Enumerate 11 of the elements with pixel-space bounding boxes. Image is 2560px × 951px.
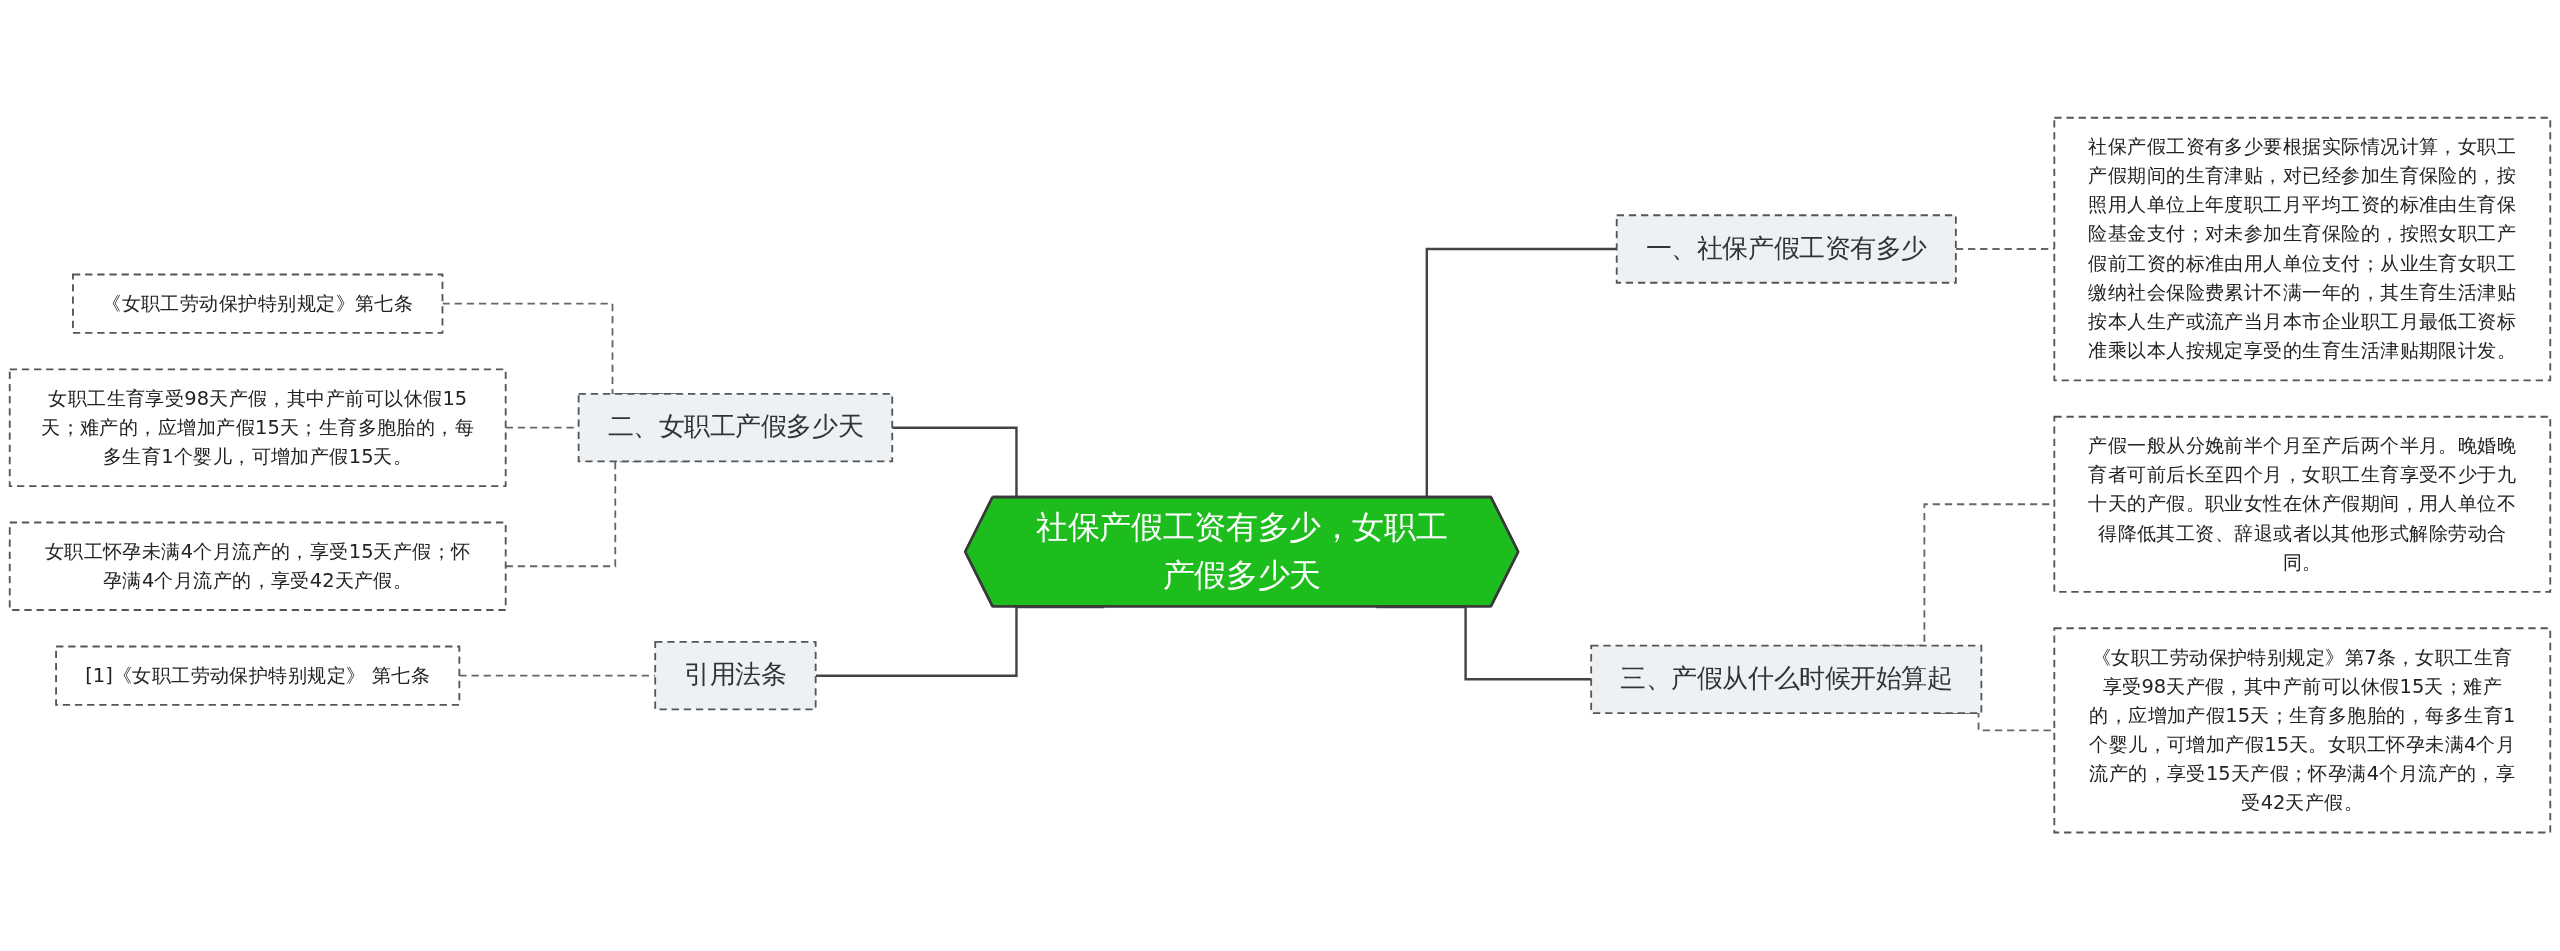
node-box: 引用法条	[654, 641, 817, 711]
node-box: 产假一般从分娩前半个月至产后两个半月。晚婚晚育者可前后长至四个月，女职工生育享受不少于九十天的产假。职业女性在休产假期间，用人单位不得降低其工资、辞退或者以其他形式解除劳动合同。	[2053, 416, 2552, 594]
node-box: 《女职工劳动保护特别规定》第七条	[72, 274, 444, 335]
node-box: 社保产假工资有多少要根据实际情况计算，女职工产假期间的生育津贴，对已经参加生育保险的，按照用人单位上年度职工月平均工资的标准由生育保险基金支付；对未参加生育保险的，按照女职工产假前工资的标准由用人单位支付；从业生育女职工缴纳社会保险费累计不满一年的，其生育生活津贴按本人生产或流产当月本市企业职工月最低工资标准乘以本人按规定享受的生育生活津贴期限计发。	[2053, 117, 2552, 382]
node-box: 女职工生育享受98天产假，其中产前可以休假15天；难产的，应增加产假15天；生育多胞胎的，每多生育1个婴儿，可增加产假15天。	[8, 368, 507, 488]
node-box: 一、社保产假工资有多少	[1615, 214, 1957, 285]
node-box: 三、产假从什么时候开始算起	[1590, 645, 1983, 715]
node-box: 《女职工劳动保护特别规定》第7条，女职工生育享受98天产假，其中产前可以休假15天；难产的，应增加产假15天；生育多胞胎的，每多生育1个婴儿，可增加产假15天。女职工怀孕未满4个月流产的，享受15天产假；怀孕满4个月流产的，享受42天产假。	[2053, 627, 2552, 834]
node-box: 女职工怀孕未满4个月流产的，享受15天产假；怀孕满4个月流产的，享受42天产假。	[8, 522, 507, 612]
node-box: 二、女职工产假多少天	[577, 393, 894, 463]
node-box: [1]《女职工劳动保护特别规定》 第七条	[55, 646, 461, 707]
